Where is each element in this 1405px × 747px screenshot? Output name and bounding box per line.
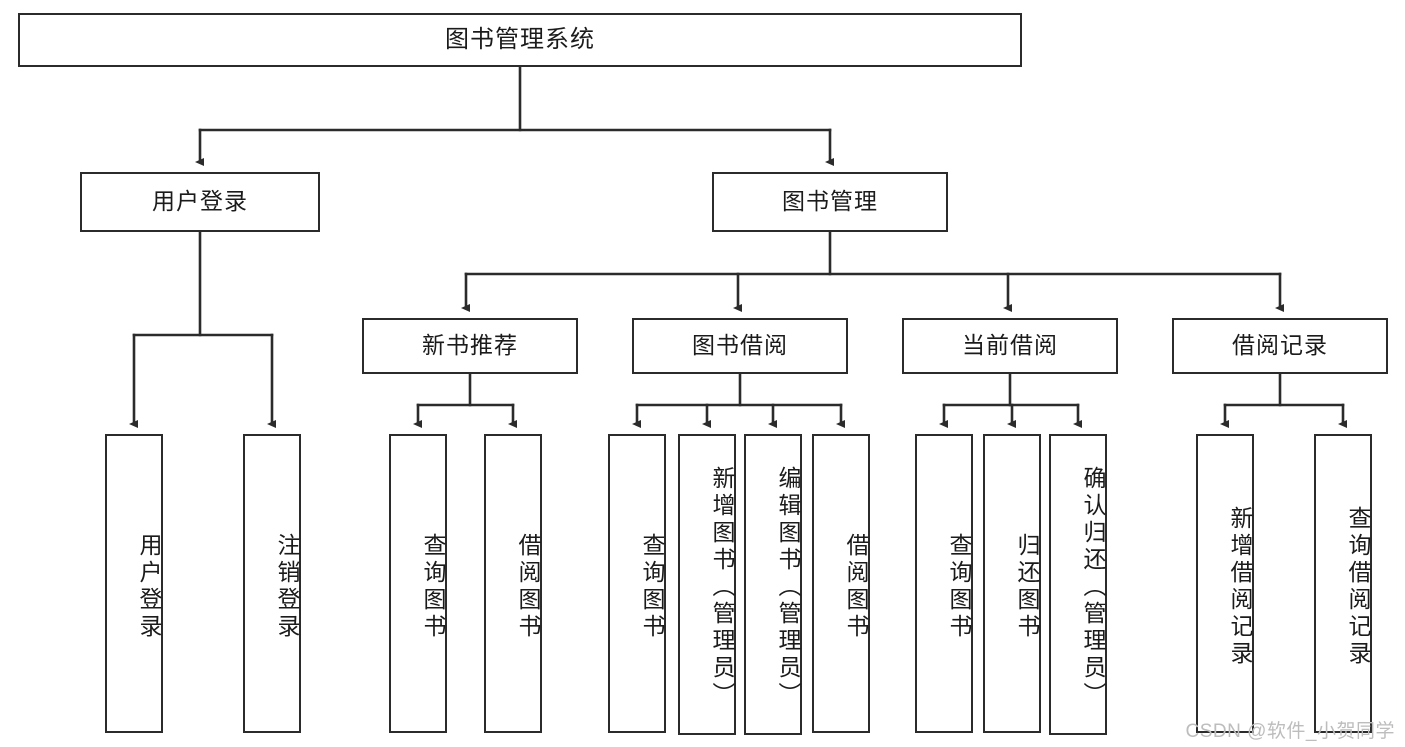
leaf-borrow-books-newbook[interactable]: 借阅图书	[484, 434, 542, 733]
node-book-management[interactable]: 图书管理	[712, 172, 948, 232]
node-label: 当前借阅	[962, 332, 1058, 359]
leaf-query-borrowing-record[interactable]: 查询借阅记录	[1314, 434, 1372, 733]
node-root-book-management-system[interactable]: 图书管理系统	[18, 13, 1022, 67]
node-label: 图书借阅	[692, 332, 788, 359]
node-label: 图书管理	[782, 188, 878, 215]
leaf-query-books-newbook[interactable]: 查询图书	[389, 434, 447, 733]
node-label: 归还图书	[1014, 532, 1040, 641]
leaf-add-book-admin[interactable]: 新增图书（管理员）	[678, 434, 736, 735]
leaf-edit-book-admin[interactable]: 编辑图书（管理员）	[744, 434, 802, 735]
node-label: 查询图书	[639, 532, 665, 641]
node-borrowing-record[interactable]: 借阅记录	[1172, 318, 1388, 374]
leaf-query-books-borrowing[interactable]: 查询图书	[608, 434, 666, 733]
node-label: 查询图书	[946, 532, 972, 641]
node-user-login[interactable]: 用户登录	[80, 172, 320, 232]
leaf-logout[interactable]: 注销登录	[243, 434, 301, 733]
leaf-user-login[interactable]: 用户登录	[105, 434, 163, 733]
node-label: 编辑图书（管理员）	[775, 466, 801, 709]
node-label: 新书推荐	[422, 332, 518, 359]
node-label: 图书管理系统	[445, 25, 595, 53]
node-label: 新增借阅记录	[1227, 505, 1253, 668]
node-label: 借阅图书	[515, 532, 541, 641]
node-label: 新增图书（管理员）	[709, 466, 735, 709]
node-book-borrowing[interactable]: 图书借阅	[632, 318, 848, 374]
node-label: 借阅记录	[1232, 332, 1328, 359]
node-label: 查询借阅记录	[1345, 505, 1371, 668]
watermark-text: CSDN @软件_小贺同学	[1185, 721, 1395, 742]
leaf-return-books[interactable]: 归还图书	[983, 434, 1041, 733]
node-label: 借阅图书	[843, 532, 869, 641]
leaf-add-borrowing-record[interactable]: 新增借阅记录	[1196, 434, 1254, 733]
node-label: 查询图书	[420, 532, 446, 641]
node-new-book-recommendation[interactable]: 新书推荐	[362, 318, 578, 374]
node-label: 用户登录	[136, 532, 162, 641]
node-label: 注销登录	[274, 532, 300, 641]
node-current-borrowing[interactable]: 当前借阅	[902, 318, 1118, 374]
leaf-confirm-return-admin[interactable]: 确认归还（管理员）	[1049, 434, 1107, 735]
node-label: 用户登录	[152, 188, 248, 215]
node-label: 确认归还（管理员）	[1080, 466, 1106, 709]
leaf-query-books-current[interactable]: 查询图书	[915, 434, 973, 733]
leaf-borrow-books-borrowing[interactable]: 借阅图书	[812, 434, 870, 733]
